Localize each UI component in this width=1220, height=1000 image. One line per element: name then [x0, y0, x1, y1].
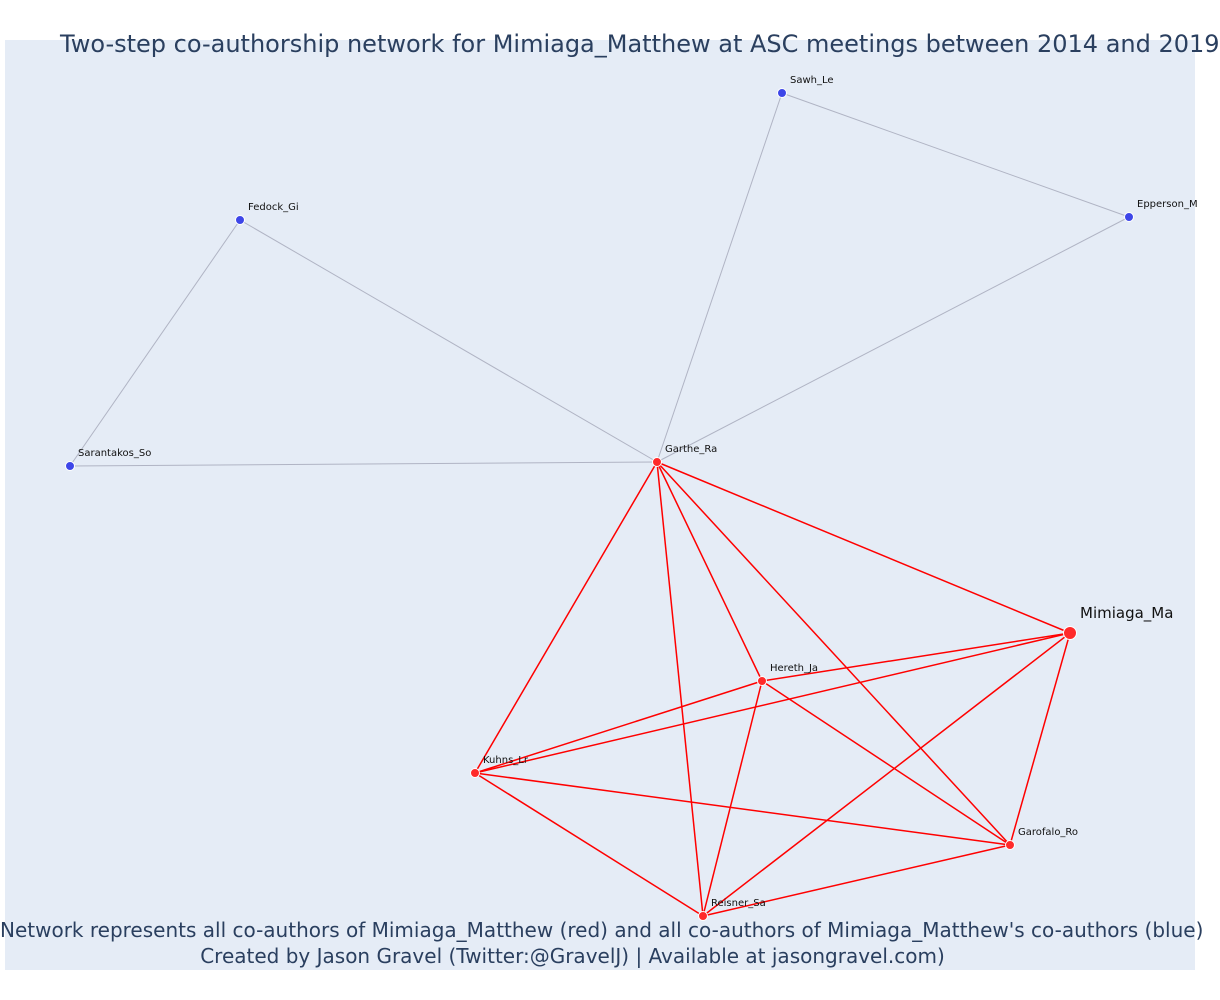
edge-Epperson_M-Garthe_Ra — [656, 216, 1130, 463]
node-layer — [65, 88, 1134, 921]
edge-Garthe_Ra-Reisner_Sa — [656, 461, 704, 917]
plot-area — [5, 40, 1195, 970]
node-Garofalo_Ro[interactable] — [1005, 840, 1015, 850]
edge-Mimiaga_Ma-Reisner_Sa — [702, 632, 1071, 917]
node-label-Hereth_Ja: Hereth_Ja — [770, 663, 818, 674]
node-label-Epperson_M: Epperson_M — [1137, 199, 1198, 210]
node-label-Mimiaga_Ma: Mimiaga_Ma — [1080, 604, 1173, 623]
node-Sarantakos_So[interactable] — [65, 461, 75, 471]
edge-Sawh_Le-Epperson_M — [781, 92, 1130, 218]
edge-Kuhns_Lr-Garofalo_Ro — [474, 772, 1011, 846]
node-label-Garthe_Ra: Garthe_Ra — [665, 444, 717, 455]
edge-layer — [69, 92, 1130, 917]
edge-Mimiaga_Ma-Garofalo_Ro — [1009, 632, 1071, 846]
edge-Fedock_Gi-Garthe_Ra — [239, 219, 658, 463]
node-label-Sawh_Le: Sawh_Le — [790, 75, 834, 86]
node-Garthe_Ra[interactable] — [652, 457, 662, 467]
node-label-Kuhns_Lr: Kuhns_Lr — [483, 755, 529, 766]
node-Epperson_M[interactable] — [1124, 212, 1134, 222]
node-label-Sarantakos_So: Sarantakos_So — [78, 448, 151, 459]
edge-Garthe_Ra-Hereth_Ja — [656, 461, 763, 682]
edge-Hereth_Ja-Garofalo_Ro — [761, 680, 1011, 846]
node-Mimiaga_Ma[interactable] — [1063, 626, 1077, 640]
edge-Mimiaga_Ma-Hereth_Ja — [761, 632, 1071, 682]
edge-Hereth_Ja-Reisner_Sa — [702, 680, 763, 917]
node-label-Fedock_Gi: Fedock_Gi — [248, 202, 299, 213]
edge-Hereth_Ja-Kuhns_Lr — [474, 680, 763, 774]
edge-Sawh_Le-Garthe_Ra — [656, 92, 783, 463]
node-Kuhns_Lr[interactable] — [470, 768, 480, 778]
node-Reisner_Sa[interactable] — [698, 911, 708, 921]
edge-Garthe_Ra-Mimiaga_Ma — [656, 461, 1071, 634]
edge-Mimiaga_Ma-Kuhns_Lr — [474, 632, 1071, 774]
caption-line-2: Created by Jason Gravel (Twitter:@Gravel… — [200, 944, 945, 968]
node-Hereth_Ja[interactable] — [757, 676, 767, 686]
node-label-Reisner_Sa: Reisner_Sa — [711, 898, 766, 909]
edge-Sarantakos_So-Garthe_Ra — [69, 461, 658, 467]
edge-Garthe_Ra-Kuhns_Lr — [474, 461, 658, 774]
chart-title: Two-step co-authorship network for Mimia… — [60, 30, 1220, 58]
node-Fedock_Gi[interactable] — [235, 215, 245, 225]
edge-Fedock_Gi-Sarantakos_So — [69, 219, 241, 467]
edge-Garofalo_Ro-Reisner_Sa — [702, 844, 1011, 917]
edge-Garthe_Ra-Garofalo_Ro — [656, 461, 1011, 846]
node-Sawh_Le[interactable] — [777, 88, 787, 98]
node-label-Garofalo_Ro: Garofalo_Ro — [1018, 827, 1078, 838]
caption-line-1: Network represents all co-authors of Mim… — [0, 918, 1204, 942]
edge-Kuhns_Lr-Reisner_Sa — [474, 772, 704, 917]
